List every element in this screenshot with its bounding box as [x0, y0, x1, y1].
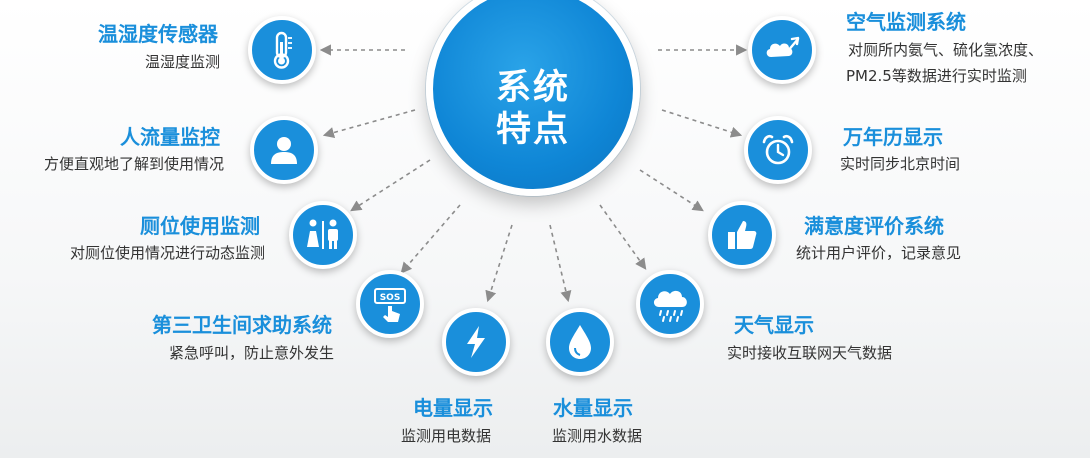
lightning-icon [467, 326, 485, 358]
hub-line-2: 特点 [495, 110, 570, 150]
sos-desc: 紧急呼叫，防止意外发生 [168, 344, 334, 362]
temp-node [248, 16, 316, 84]
hub-line-1: 系统 [495, 68, 570, 108]
arrow-to-sos [400, 204, 461, 274]
water-desc: 监测用水数据 [552, 427, 643, 445]
arrow-to-clock [661, 109, 743, 138]
person-icon [271, 137, 297, 164]
flow-node [250, 116, 318, 184]
power-node [442, 308, 510, 376]
clock-desc: 实时同步北京时间 [840, 155, 961, 173]
air-title: 空气监测系统 [846, 10, 966, 34]
arrow-to-toilet [350, 159, 431, 212]
arrow-to-weather [599, 204, 647, 270]
water-node [546, 308, 614, 376]
sos-title: 第三卫生间求助系统 [152, 313, 332, 337]
rating-title: 满意度评价系统 [804, 214, 944, 238]
rating-desc: 统计用户评价，记录意见 [796, 244, 962, 262]
temp-desc: 温湿度监测 [144, 53, 220, 71]
toilet-node [289, 201, 357, 269]
alarm-clock-icon [762, 134, 794, 165]
weather-title: 天气显示 [734, 313, 814, 337]
toilet-title: 厕位使用监测 [140, 214, 260, 238]
weather-desc: 实时接收互联网天气数据 [727, 344, 893, 362]
svg-text:SOS: SOS [380, 293, 401, 303]
rain-cloud-icon [653, 290, 687, 322]
power-title: 电量显示 [413, 396, 493, 420]
air-quality-icon [766, 36, 800, 57]
flow-title: 人流量监控 [120, 125, 220, 149]
arrow-to-water [549, 224, 572, 303]
temp-title: 温湿度传感器 [98, 22, 218, 46]
power-desc: 监测用电数据 [401, 427, 492, 445]
clock-node [744, 116, 812, 184]
rating-node [708, 201, 776, 269]
weather-node [636, 270, 704, 338]
air-desc-line2: PM2.5等数据进行实时监测 [846, 67, 1027, 85]
sos-button-icon: SOS [374, 288, 406, 322]
toilet-desc: 对厕位使用情况进行动态监测 [69, 244, 265, 262]
arrow-to-rating [639, 169, 704, 212]
thermometer-icon [273, 31, 292, 69]
restroom-icon [307, 219, 338, 249]
air-desc-line1: 对厕所内氨气、硫化氢浓度、 [848, 41, 1044, 59]
center-hub: 系统 特点 [426, 0, 640, 196]
water-drop-icon [569, 325, 591, 359]
sos-node: SOS [356, 270, 424, 338]
air-node [748, 16, 816, 84]
arrow-to-power [485, 224, 513, 303]
arrow-to-flow [322, 109, 416, 138]
clock-title: 万年历显示 [843, 125, 943, 149]
water-title: 水量显示 [553, 396, 633, 420]
thumbs-up-icon [728, 221, 757, 249]
flow-desc: 方便直观地了解到使用情况 [43, 155, 224, 173]
